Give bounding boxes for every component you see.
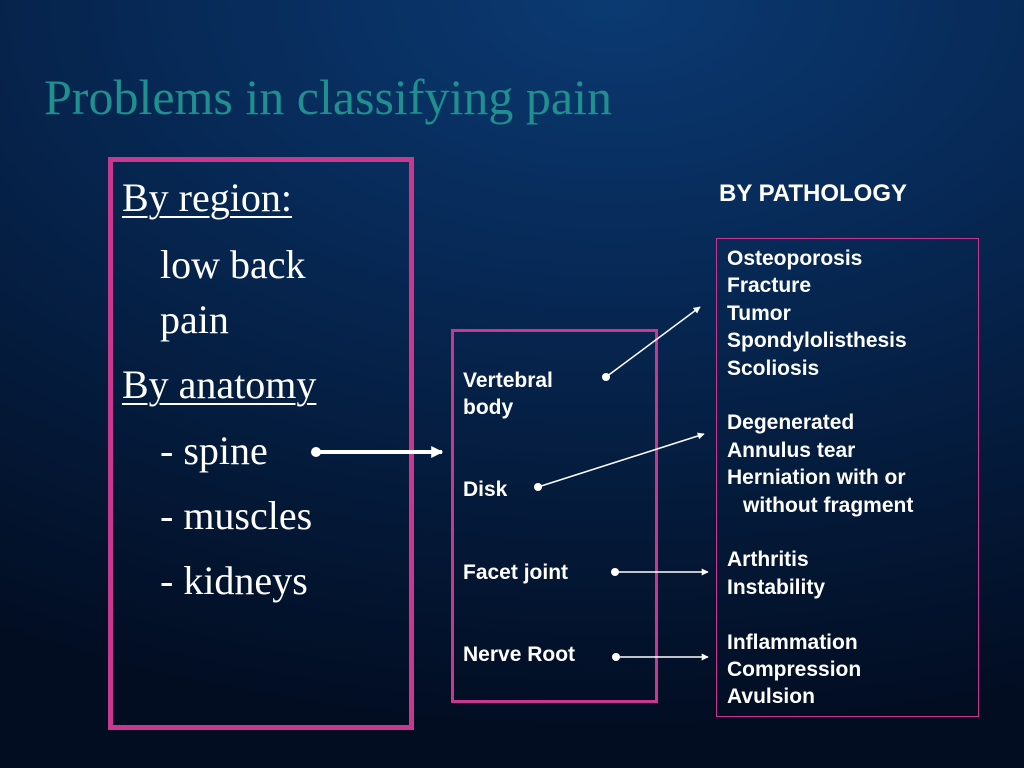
region-item-line1: low back: [160, 242, 306, 287]
disk-to-pathology-arrow: [534, 432, 705, 491]
pathology-herniation: Herniation with or: [727, 466, 906, 490]
vertebral-to-pathology-arrow: [602, 306, 701, 381]
region-item-line2: pain: [160, 297, 229, 342]
anatomy-item-kidneys: - kidneys: [160, 558, 308, 603]
structure-disk: Disk: [463, 478, 508, 501]
pathology-list: Osteoporosis Fracture Tumor Spondylolist…: [727, 245, 913, 711]
pathology-spondylolisthesis: Spondylolisthesis: [727, 329, 907, 353]
anatomy-item-muscles: - muscles: [160, 493, 313, 538]
structure-vertebral-line1: Vertebral: [463, 369, 553, 392]
structure-vertebral-line2: body: [463, 396, 514, 419]
pathology-instability: Instability: [727, 575, 826, 599]
pathology-tumor: Tumor: [727, 301, 791, 325]
region-anatomy-box: [108, 157, 414, 730]
pathology-arthritis: Arthritis: [727, 548, 809, 572]
spine-structures-box: [451, 329, 658, 703]
facet-to-pathology-arrow: [611, 568, 709, 576]
region-label: By region:: [122, 175, 292, 220]
structure-nerve-root: Nerve Root: [463, 643, 576, 666]
anatomy-item-spine: - spine: [160, 428, 268, 473]
pathology-inflammation: Inflammation: [727, 630, 858, 654]
structure-facet-joint: Facet joint: [463, 561, 569, 584]
pathology-heading: BY PATHOLOGY: [719, 180, 908, 207]
pathology-compression: Compression: [727, 658, 862, 682]
nerve-to-pathology-arrow: [612, 653, 709, 661]
pathology-avulsion: Avulsion: [727, 685, 815, 709]
pathology-degenerated: Degenerated: [727, 411, 855, 435]
slide-title: Problems in classifying pain: [44, 69, 612, 125]
spine-to-structures-arrow: [311, 446, 444, 458]
pathology-osteoporosis: Osteoporosis: [727, 247, 863, 270]
pathology-annulus-tear: Annulus tear: [727, 438, 856, 462]
pathology-herniation-cont: without fragment: [743, 493, 914, 517]
pathology-box: [716, 238, 979, 717]
pathology-scoliosis: Scoliosis: [727, 356, 820, 380]
pathology-fracture: Fracture: [727, 274, 812, 298]
anatomy-label: By anatomy: [122, 362, 317, 407]
